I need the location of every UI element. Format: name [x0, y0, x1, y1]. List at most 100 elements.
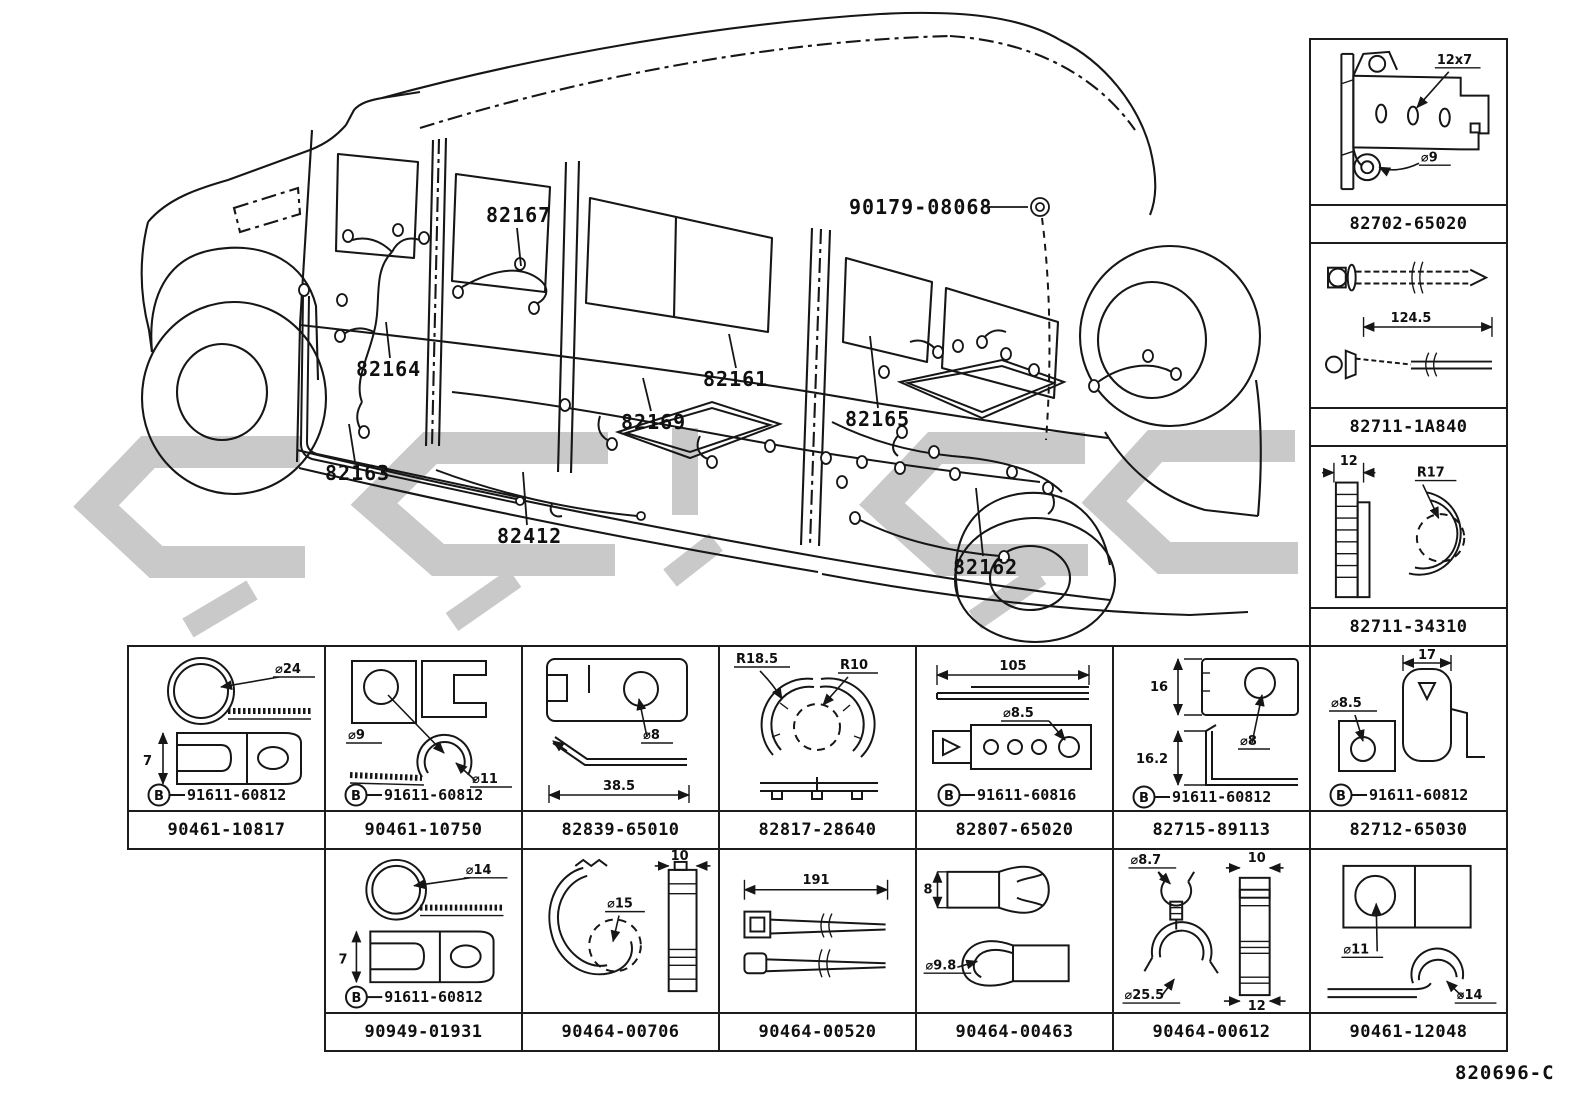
dimension-label: 105 — [999, 659, 1026, 674]
sketch-u-clips: ⌀8.7 ⌀25.5 10 12 — [1122, 851, 1286, 1012]
dimension-label: ⌀9.8 — [926, 958, 957, 973]
sketch-slot-bracket: 17 ⌀8.5 B 91611-60812 — [1329, 648, 1485, 807]
part-label-82162: 82162 — [953, 555, 1018, 579]
sketch-hook-clamp: ⌀15 10 — [548, 850, 711, 993]
sub-part-number: 91611-60812 — [384, 988, 483, 1006]
detail-cell-90464-00706: ⌀15 10 90464-00706 — [521, 848, 720, 1052]
detail-cell-82839-65010: ⌀8 38.5 82839-65010 — [521, 645, 720, 850]
sketch-plate-clamp: ⌀11 ⌀14 — [1327, 864, 1497, 1004]
part-number: 90461-10750 — [326, 810, 521, 848]
dimension-label: 10 — [1248, 851, 1266, 866]
dimension-label: 7 — [143, 754, 152, 769]
dimension-label: 191 — [803, 873, 830, 888]
part-label-82163: 82163 — [325, 461, 390, 485]
part-number: 82839-65010 — [523, 810, 718, 848]
dimension-label: ⌀14 — [466, 863, 492, 878]
sketch-fork-clips: 8 ⌀9.8 — [924, 865, 1070, 987]
label-leader-lines — [348, 206, 1028, 557]
watermark — [73, 428, 1298, 638]
vehicle-outline — [140, 11, 1262, 644]
dimension-label: ⌀14 — [1457, 988, 1483, 1003]
dimension-label: ⌀8 — [1240, 734, 1257, 749]
detail-cell-82807-65020: 105 ⌀8.5 B 91611-60816 82807-65020 — [915, 645, 1114, 850]
part-number: 82711-1A840 — [1311, 407, 1506, 445]
dimension-label: R17 — [1417, 466, 1445, 481]
circled-b-icon: B — [1139, 791, 1149, 806]
detail-cell-90949-01931: ⌀14 7 B 91611-60812 90949-01931 — [324, 848, 523, 1052]
sketch-clamp: ⌀14 7 B 91611-60812 — [339, 858, 508, 1009]
part-number: 82817-28640 — [720, 810, 915, 848]
sketch-clamp: ⌀9 ⌀11 B 91611-60812 — [344, 660, 512, 807]
circled-b-icon: B — [154, 789, 164, 804]
part-number: 90464-00706 — [523, 1012, 718, 1050]
wiring-harnesses — [298, 197, 1182, 564]
part-number: 82715-89113 — [1114, 810, 1309, 848]
detail-box-82711-34310: 12 R17 82711-34310 — [1309, 445, 1508, 647]
circled-b-icon: B — [351, 789, 361, 804]
detail-box-82711-1a840: 124.5 82711-1A840 — [1309, 242, 1508, 447]
dimension-label: ⌀9 — [1421, 150, 1438, 165]
sub-part-number: 91611-60812 — [1369, 786, 1468, 804]
dimension-label: 12 — [1340, 454, 1358, 469]
sub-part-number: 91611-60816 — [977, 786, 1076, 804]
dimension-label: ⌀15 — [607, 897, 633, 912]
dimension-label: 16 — [1150, 680, 1168, 695]
dimension-label: 38.5 — [603, 779, 635, 794]
part-number: 90461-12048 — [1311, 1012, 1506, 1050]
dimension-label: R10 — [840, 658, 868, 673]
part-number: 90461-10817 — [129, 810, 324, 848]
dimension-label: 7 — [339, 952, 348, 967]
detail-cell-90461-10817: ⌀24 7 B 91611-60812 90461-10817 — [127, 645, 326, 850]
detail-cell-82817-28640: R18.5 R10 82817-28640 — [718, 645, 917, 850]
dimension-label: 16.2 — [1136, 752, 1168, 767]
part-number: 90464-00612 — [1114, 1012, 1309, 1050]
detail-cell-90464-00463: 8 ⌀9.8 90464-00463 — [915, 848, 1114, 1052]
sketch-bracket-angle: 16 16.2 ⌀8 B 91611-60812 — [1132, 658, 1299, 809]
sketch-strap-plate: 105 ⌀8.5 B 91611-60816 — [932, 659, 1092, 807]
dimension-label: 12x7 — [1437, 53, 1472, 68]
part-number: 82807-65020 — [917, 810, 1112, 848]
dimension-label: ⌀25.5 — [1125, 988, 1165, 1003]
dimension-label: 124.5 — [1391, 311, 1432, 326]
dimension-label: ⌀11 — [472, 772, 498, 787]
part-label-82165: 82165 — [845, 407, 910, 431]
dimension-label: ⌀8 — [643, 728, 660, 743]
dimension-label: 12 — [1248, 999, 1266, 1012]
part-label-82167: 82167 — [486, 203, 551, 227]
sub-part-number: 91611-60812 — [384, 786, 483, 804]
sub-part-number: 91611-60812 — [187, 786, 286, 804]
doc-number: 820696-C — [1455, 1062, 1555, 1084]
part-number: 90464-00463 — [917, 1012, 1112, 1050]
part-number: 82712-65030 — [1311, 810, 1506, 848]
dimension-label: ⌀8.5 — [1331, 696, 1362, 711]
part-label-82412: 82412 — [497, 524, 562, 548]
detail-cell-90464-00520: 191 90464-00520 — [718, 848, 917, 1052]
circled-b-icon: B — [1336, 789, 1346, 804]
dimension-label: ⌀9 — [348, 728, 365, 743]
part-number: 82702-65020 — [1311, 204, 1506, 242]
detail-cell-82715-89113: 16 16.2 ⌀8 B 91611-60812 82715-89113 — [1112, 645, 1311, 850]
sketch-cable-tie: 191 — [743, 873, 889, 978]
part-number: 90464-00520 — [720, 1012, 915, 1050]
sketch-ring-clip: R18.5 R10 — [734, 652, 878, 800]
circled-b-icon: B — [351, 991, 361, 1006]
dimension-label: ⌀8.5 — [1003, 706, 1034, 721]
detail-cell-82712-65030: 17 ⌀8.5 B 91611-60812 82712-65030 — [1309, 645, 1508, 850]
dimension-label: ⌀24 — [275, 662, 301, 677]
circled-b-icon: B — [944, 789, 954, 804]
detail-cell-90461-12048: ⌀11 ⌀14 90461-12048 — [1309, 848, 1508, 1052]
detail-cell-90461-10750: ⌀9 ⌀11 B 91611-60812 90461-10750 — [324, 645, 523, 850]
dimension-label: R18.5 — [736, 652, 778, 667]
sketch-plate-clamp: ⌀8 38.5 — [546, 658, 690, 803]
part-number: 90949-01931 — [326, 1012, 521, 1050]
vehicle-part-labels: 90179-08068 82167 82164 82161 82169 8216… — [325, 195, 1018, 579]
sketch-bracket: 12x7 ⌀9 — [1340, 50, 1490, 191]
detail-cell-90464-00612: ⌀8.7 ⌀25.5 10 12 90464-00612 — [1112, 848, 1311, 1052]
sketch-screw-strap: 124.5 — [1325, 261, 1493, 380]
detail-box-82702: 12x7 ⌀9 82702-65020 — [1309, 38, 1508, 244]
dimension-label: 8 — [924, 883, 933, 898]
dimension-label: ⌀11 — [1343, 942, 1369, 957]
sub-part-number: 91611-60812 — [1172, 788, 1271, 806]
